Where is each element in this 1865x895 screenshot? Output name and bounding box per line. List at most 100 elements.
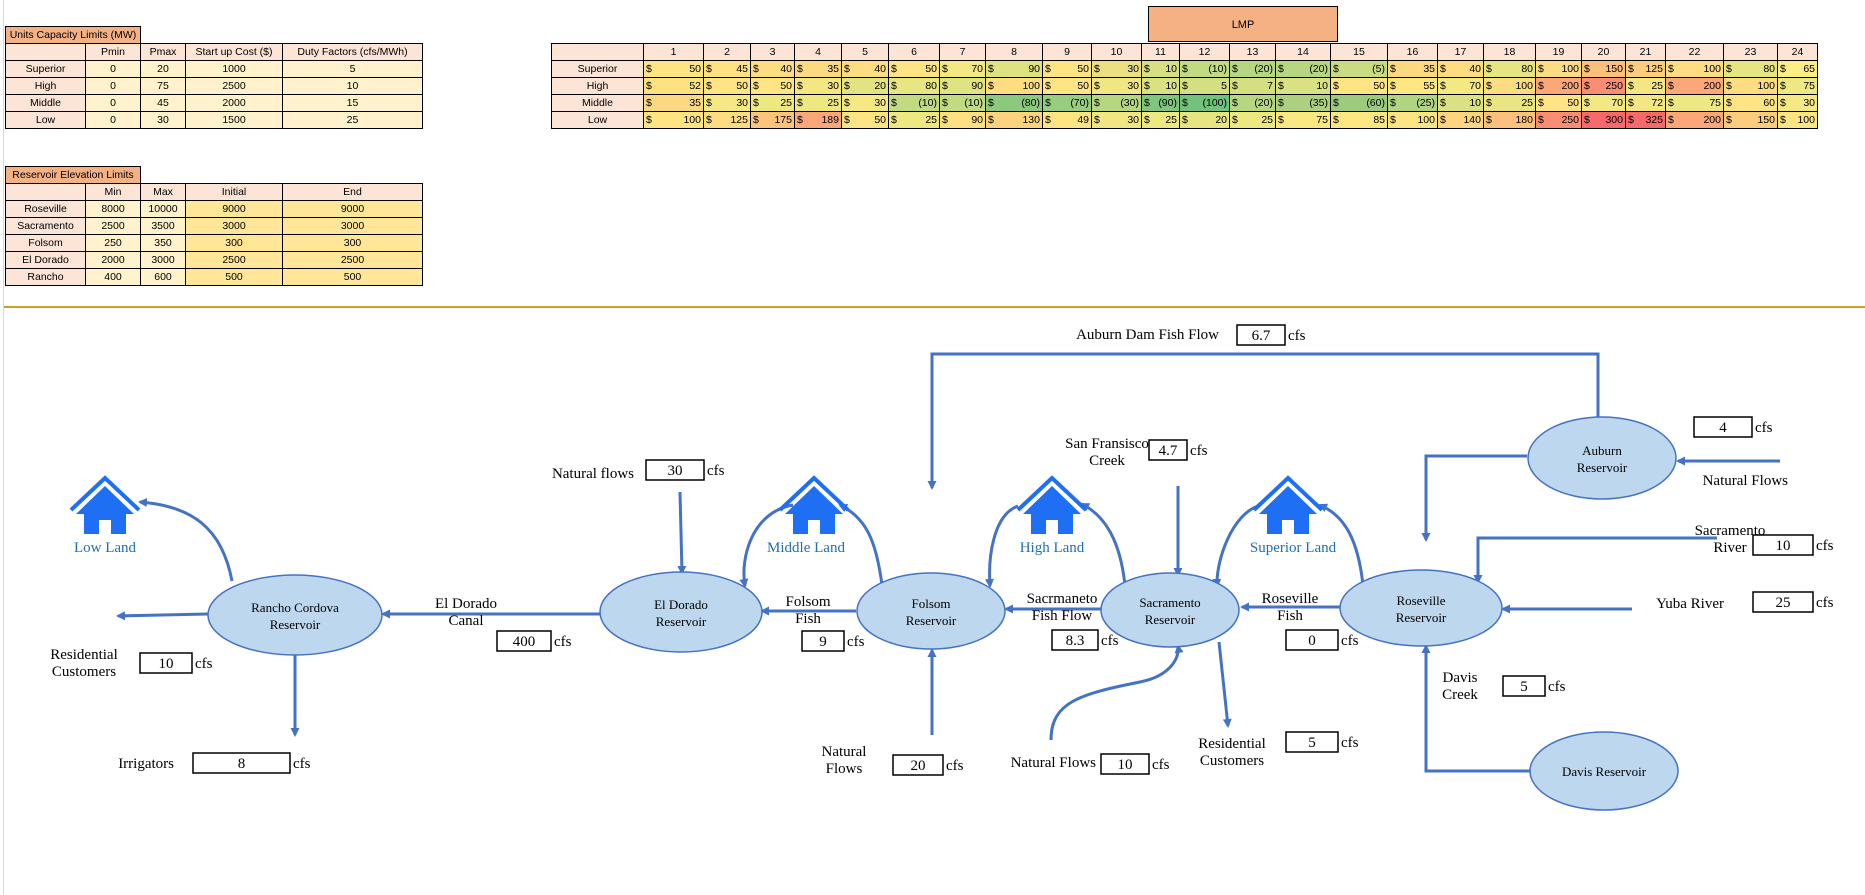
price-value: 55: [1423, 80, 1435, 92]
roseville-reservoir[interactable]: [1339, 569, 1503, 647]
sac-natural-value-box[interactable]: [1100, 753, 1150, 775]
price-value: (20): [1254, 63, 1273, 75]
lmp-hour-header: 4: [794, 43, 842, 61]
currency-symbol: $: [1668, 114, 1674, 126]
sacramento-reservoir[interactable]: [1100, 572, 1240, 648]
san-fransisco-value-box[interactable]: [1148, 439, 1188, 461]
section-divider: [4, 306, 1865, 308]
folsom-fish-value: 9: [819, 634, 827, 650]
folsom-reservoir[interactable]: [856, 572, 1006, 650]
lmp-price-cell: $30: [841, 94, 889, 112]
reservoir-table-cell: 2000: [85, 251, 141, 269]
sacramento-to-high-land: [1080, 502, 1127, 586]
eldorado-natural-value-box[interactable]: [645, 459, 705, 481]
sac-residential-value-box[interactable]: [1285, 731, 1339, 753]
price-value: 300: [1605, 114, 1623, 126]
currency-symbol: $: [1333, 63, 1339, 75]
auburn-natural-value-box[interactable]: [1693, 416, 1753, 438]
davis-creek-unit: cfs: [1548, 679, 1566, 695]
reservoir-table-cell: 9000: [185, 200, 283, 218]
currency-symbol: $: [1144, 97, 1150, 109]
eldorado-canal-unit: cfs: [554, 634, 572, 650]
yuba-value-box[interactable]: [1752, 591, 1814, 613]
units-table-cell: 15: [282, 94, 423, 112]
lmp-price-cell: $75: [1665, 94, 1724, 112]
currency-symbol: $: [1390, 80, 1396, 92]
lmp-price-cell: $125: [703, 111, 751, 129]
lmp-price-cell: $75: [1777, 77, 1818, 95]
reservoir-table-header-cell: Max: [140, 183, 186, 201]
eldorado-canal-value-box[interactable]: [496, 630, 552, 652]
lmp-price-cell: $30: [1091, 60, 1142, 78]
sacramento-river-label-line: Sacramento: [1695, 523, 1766, 539]
price-value: 100: [1703, 63, 1721, 75]
reservoir-table-cell: 3000: [185, 217, 283, 235]
currency-symbol: $: [1584, 80, 1590, 92]
units-table-cell: 0: [85, 111, 141, 129]
currency-symbol: $: [1045, 63, 1051, 75]
price-value: 65: [1803, 63, 1815, 75]
lmp-price-cell: $70: [1581, 94, 1626, 112]
reservoir-table-cell: 500: [185, 268, 283, 286]
price-value: (20): [1254, 97, 1273, 109]
currency-symbol: $: [797, 80, 803, 92]
price-value: 130: [1022, 114, 1040, 126]
currency-symbol: $: [646, 97, 652, 109]
currency-symbol: $: [844, 80, 850, 92]
rancho-residential-value-box[interactable]: [139, 652, 193, 674]
price-value: 5: [1221, 80, 1227, 92]
davis-reservoir[interactable]: [1529, 731, 1679, 811]
reservoir-table-cell: 3000: [282, 217, 423, 235]
price-value: 70: [971, 63, 983, 75]
lmp-hour-header: 12: [1179, 43, 1230, 61]
currency-symbol: $: [1486, 114, 1492, 126]
sacramento-river-value-box[interactable]: [1752, 534, 1814, 556]
lmp-price-cell: $100: [1723, 77, 1778, 95]
currency-symbol: $: [844, 63, 850, 75]
price-value: 90: [971, 80, 983, 92]
reservoir-table-cell: 2500: [282, 251, 423, 269]
currency-symbol: $: [1182, 114, 1188, 126]
eldorado-reservoir-label-line: Reservoir: [656, 614, 707, 629]
lmp-price-cell: $70: [1437, 77, 1484, 95]
price-value: 50: [689, 63, 701, 75]
roseville-fish-value-box[interactable]: [1285, 629, 1339, 651]
currency-symbol: $: [1278, 80, 1284, 92]
lmp-price-cell: $10: [1437, 94, 1484, 112]
currency-symbol: $: [1232, 80, 1238, 92]
lmp-price-cell: $125: [1625, 60, 1666, 78]
sacramento-river-label-line: River: [1713, 540, 1746, 556]
lmp-corner-cell: [551, 43, 644, 61]
folsom-fish-value-box[interactable]: [801, 630, 845, 652]
folsom-natural-value-box[interactable]: [892, 754, 944, 776]
lmp-price-cell: $35: [794, 60, 842, 78]
irrigators-value-box[interactable]: [192, 752, 291, 774]
davis-creek-value-box[interactable]: [1502, 675, 1546, 697]
reservoir-table-row-label: Folsom: [5, 234, 86, 252]
currency-symbol: $: [1333, 97, 1339, 109]
lmp-price-cell: $7: [1229, 77, 1276, 95]
currency-symbol: $: [1538, 80, 1544, 92]
currency-symbol: $: [1045, 80, 1051, 92]
reservoir-table-row-label: El Dorado: [5, 251, 86, 269]
price-value: 10: [1316, 80, 1328, 92]
price-value: 50: [925, 63, 937, 75]
lmp-price-cell: $(60): [1330, 94, 1388, 112]
rancho-reservoir[interactable]: [207, 574, 383, 656]
lmp-price-cell: $50: [1330, 77, 1388, 95]
auburn-dam-fish-value-box[interactable]: [1236, 324, 1286, 346]
units-table-row-label: Middle: [5, 94, 86, 112]
currency-symbol: $: [797, 63, 803, 75]
davis-to-roseville-line: [1421, 644, 1531, 773]
currency-symbol: $: [1538, 114, 1544, 126]
currency-symbol: $: [1333, 114, 1339, 126]
price-value: 25: [780, 97, 792, 109]
lmp-price-cell: $150: [1723, 111, 1778, 129]
eldorado-reservoir[interactable]: [599, 571, 763, 653]
currency-symbol: $: [1726, 80, 1732, 92]
sacramento-fish-value-box[interactable]: [1051, 629, 1099, 651]
auburn-reservoir[interactable]: [1527, 416, 1677, 500]
